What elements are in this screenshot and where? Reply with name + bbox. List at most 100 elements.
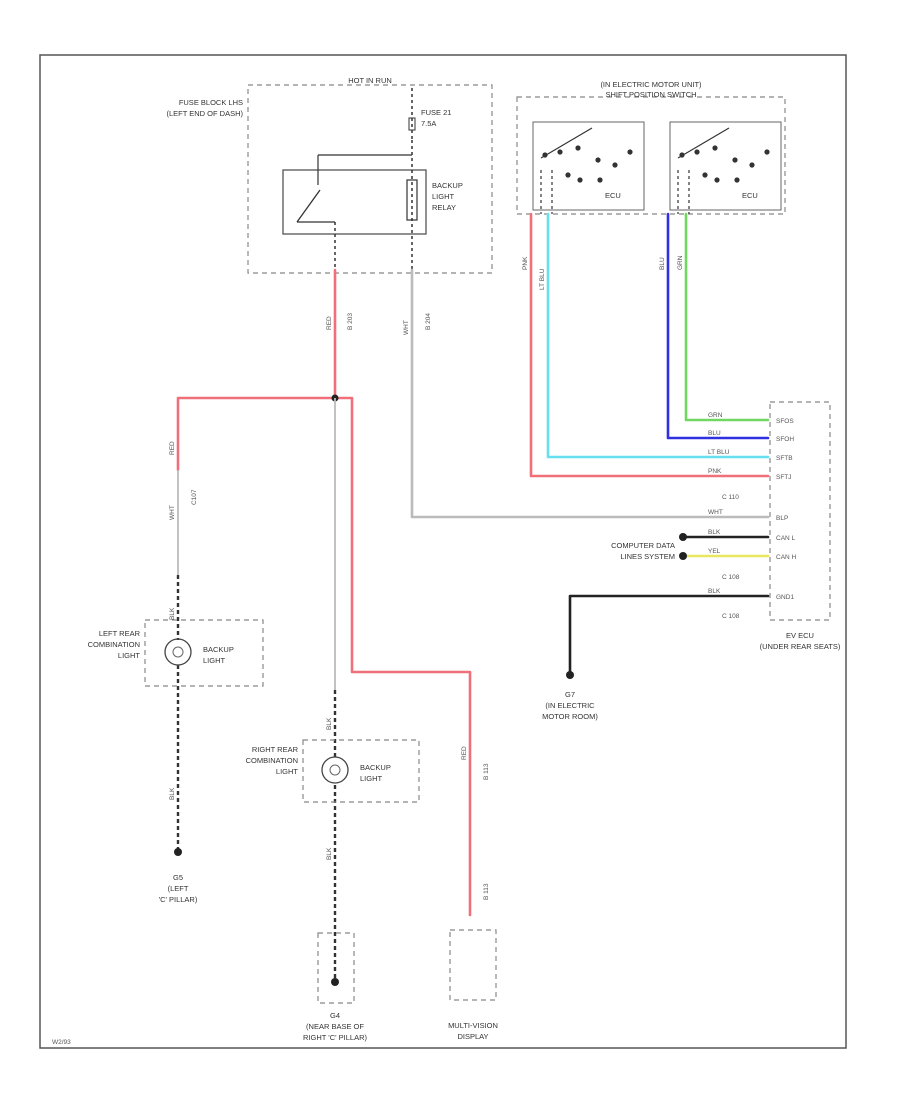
footer-code: W2/93 [52, 1039, 71, 1046]
g5-location-2: 'C' PILLAR) [159, 895, 198, 904]
g4-location-1: (NEAR BASE OF [306, 1022, 364, 1031]
left-rear-light-box [144, 619, 264, 687]
relay-label-2: LIGHT [432, 192, 455, 201]
g7-label: G7 [565, 690, 575, 699]
pin-blp: BLP [776, 515, 788, 522]
wire-label-red-2: RED [169, 441, 176, 455]
wire-grn [684, 212, 770, 422]
fuse-symbol [408, 117, 416, 131]
relay-coil [406, 179, 418, 221]
switch-b-contacts [677, 127, 770, 214]
shift-title-2: SHIFT POSITION SWITCH [605, 90, 696, 99]
ecu-wire-ltblu: LT BLU [708, 449, 730, 456]
rrcl-label-1: RIGHT REAR [252, 745, 299, 754]
wire-label-ltblu: LT BLU [539, 268, 546, 290]
ecu-label-b: ECU [742, 191, 758, 200]
multi-display-box [449, 929, 497, 1001]
relay-label-3: RELAY [432, 203, 456, 212]
g4-location-2: RIGHT 'C' PILLAR) [303, 1033, 367, 1042]
switch-a-box [532, 121, 645, 211]
fuse-label: FUSE 21 [421, 108, 451, 117]
comp-data-label-2: LINES SYSTEM [620, 552, 675, 561]
g5-label: G5 [173, 873, 183, 882]
switch-a-contacts [540, 127, 633, 214]
ecu-wire-blu: BLU [708, 430, 721, 437]
conn-b113-2: B 113 [483, 883, 490, 900]
ev-ecu-box [769, 401, 831, 621]
ecu-wire-wht: WHT [708, 509, 723, 516]
g5-ground-point [174, 848, 182, 856]
ecu-wire-pnk: PNK [708, 468, 722, 475]
fuse-block-location: (LEFT END OF DASH) [166, 109, 243, 118]
ecu-wire-blk: BLK [708, 529, 721, 536]
ev-ecu-pins: SFOS SFOH SFTB SFTJ BLP CAN L CAN H GND1 [776, 418, 797, 601]
left-backup-label-2: LIGHT [203, 656, 226, 665]
conn-b203: B 203 [347, 313, 354, 330]
shift-switch-box [516, 96, 786, 215]
wire-pnk [529, 212, 770, 478]
conn-c107: C107 [191, 489, 198, 505]
fuse-block-box [247, 84, 493, 274]
wire-label-wht-2: WHT [169, 505, 176, 520]
conn-c108-2: C 108 [722, 613, 740, 620]
g5-location-1: (LEFT [168, 884, 189, 893]
wire-label-blk-2: BLK [169, 787, 176, 800]
wire-label-blk-4: BLK [326, 847, 333, 860]
wire-red-display [333, 396, 472, 917]
ecu-wire-grn: GRN [708, 412, 723, 419]
left-backup-filament [172, 646, 184, 658]
rrcl-label-2: COMBINATION [246, 756, 298, 765]
pin-sfoh: SFOH [776, 436, 794, 443]
conn-c108-1: C 108 [722, 574, 740, 581]
g7-location-2: MOTOR ROOM) [542, 712, 598, 721]
comp-data-label-1: COMPUTER DATA [611, 541, 675, 550]
wire-red-left [176, 396, 337, 472]
ev-ecu-wire-colors: GRN BLU LT BLU PNK WHT BLK YEL BLK [708, 412, 730, 595]
relay-switch-arm [296, 189, 321, 223]
wire-blu [666, 212, 770, 440]
pin-sfos: SFOS [776, 418, 794, 425]
wire-label-red-1: RED [326, 316, 333, 330]
wire-ltblu [546, 212, 770, 459]
left-backup-label-1: BACKUP [203, 645, 234, 654]
switch-b-box [669, 121, 782, 211]
right-backup-label-1: BACKUP [360, 763, 391, 772]
wire-label-blk-3: BLK [326, 717, 333, 730]
wire-wht-blp [410, 268, 770, 519]
lrcl-label-2: COMBINATION [88, 640, 140, 649]
ecu-label-a: ECU [605, 191, 621, 200]
pin-sftb: SFTB [776, 455, 793, 462]
g7-ground-point [566, 671, 574, 679]
right-backup-label-2: LIGHT [360, 774, 383, 783]
wire-label-grn: GRN [677, 255, 684, 270]
wire-label-blu: BLU [659, 257, 666, 270]
g4-connector-box [317, 932, 355, 1004]
pin-sftj: SFTJ [776, 474, 792, 481]
rrcl-label-3: LIGHT [276, 767, 299, 776]
wire-label-wht-1: WHT [403, 320, 410, 335]
g7-location-1: (IN ELECTRIC [545, 701, 595, 710]
pin-can-l: CAN L [776, 535, 796, 542]
fuse-rating: 7.5A [421, 119, 436, 128]
can-l-terminal [679, 533, 687, 541]
ev-ecu-location: (UNDER REAR SEATS) [760, 642, 841, 651]
pin-can-h: CAN H [776, 554, 797, 561]
shift-title-1: (IN ELECTRIC MOTOR UNIT) [600, 80, 702, 89]
conn-b113-1: B 113 [483, 763, 490, 780]
ecu-wire-yel: YEL [708, 548, 721, 555]
g4-label: G4 [330, 1011, 340, 1020]
relay-label-1: BACKUP [432, 181, 463, 190]
wire-gnd1 [568, 594, 770, 674]
can-h-terminal [679, 552, 687, 560]
relay-box [282, 169, 427, 235]
diagram-frame [39, 54, 847, 1049]
pin-gnd1: GND1 [776, 594, 794, 601]
wire-label-blk-1: BLK [169, 607, 176, 620]
wire-label-pnk: PNK [522, 256, 529, 270]
hot-in-run-label: HOT IN RUN [348, 76, 392, 85]
left-backup-bulb [164, 638, 192, 666]
conn-c110: C 110 [722, 494, 739, 501]
wire-label-red-3: RED [461, 746, 468, 760]
